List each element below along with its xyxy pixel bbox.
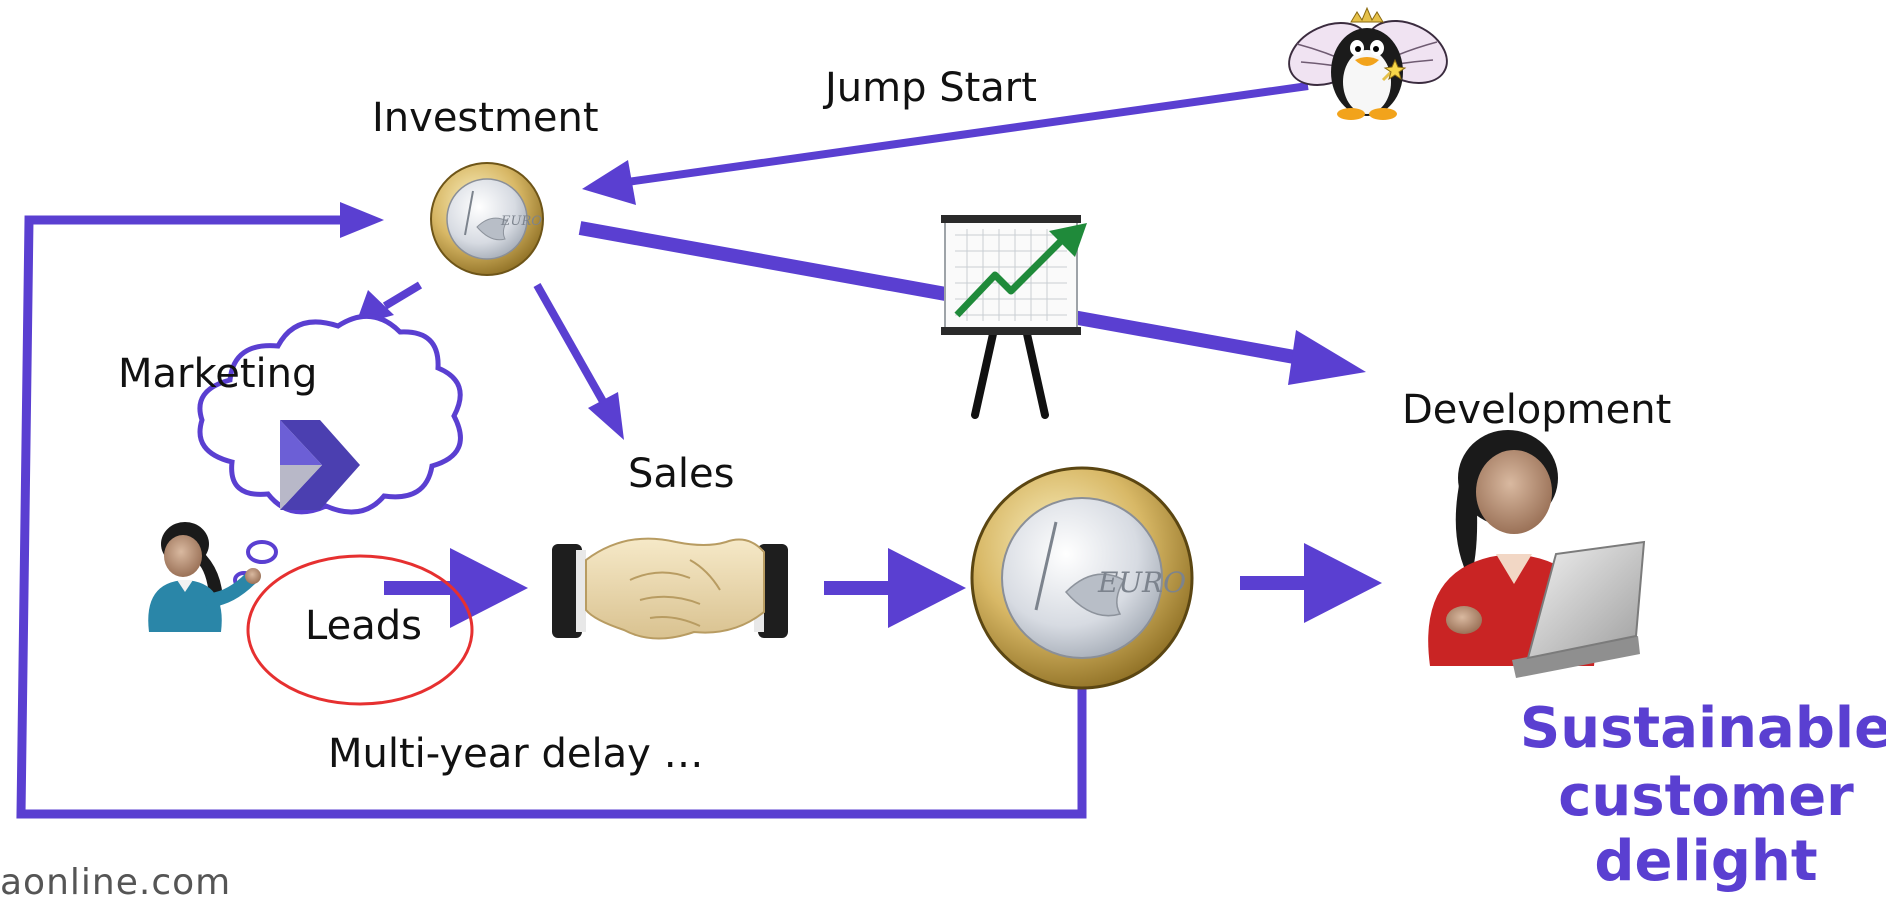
development-label: Development (1402, 387, 1671, 433)
delay-label: Multi-year delay … (328, 731, 703, 777)
leads-to-sales-arrowhead (450, 548, 528, 628)
growth-chart-icon (941, 215, 1087, 419)
tagline: Sustainable customer delight (1520, 696, 1886, 894)
euro-coin-icon: EURO (970, 466, 1194, 690)
investment-to-sales-arrowhead (588, 392, 624, 440)
handshake-icon (552, 537, 788, 640)
sales-label: Sales (628, 451, 734, 497)
footer-url: aonline.com (0, 862, 231, 900)
investment-to-marketing-line (382, 281, 423, 310)
arrows (16, 82, 1382, 819)
investment-to-development-line (578, 221, 1302, 365)
jump-start-label: Jump Start (822, 65, 1037, 111)
jump-start-arrow-line (619, 82, 1309, 187)
developer-laptop-icon (1428, 430, 1646, 678)
marketing-label: Marketing (118, 351, 317, 397)
sales-to-revenue-arrowhead (888, 548, 966, 628)
svg-text:EURO: EURO (1097, 566, 1186, 599)
tagline-line-2: customer (1558, 764, 1854, 829)
reinvestment-loop-arrowhead (340, 202, 384, 238)
revenue-to-development-arrowhead (1304, 543, 1382, 623)
logo-icon (280, 420, 360, 510)
leads-highlight-circle (246, 554, 474, 706)
jump-start-arrowhead (582, 160, 636, 205)
fairy-penguin-icon (1288, 6, 1448, 120)
investment-label: Investment (372, 95, 599, 141)
euro-coin-icon: EURO (430, 162, 544, 276)
investment-to-sales-line (533, 283, 609, 407)
svg-text:EURO: EURO (500, 214, 542, 229)
tagline-line-1: Sustainable (1520, 696, 1886, 761)
investment-to-development-arrowhead (1288, 330, 1366, 385)
reinvestment-loop-line (16, 215, 1087, 819)
thought-bubble-icon (197, 313, 463, 589)
person-icon (148, 522, 261, 632)
leads-label: Leads (305, 603, 422, 649)
tagline-line-3: delight (1594, 829, 1817, 894)
